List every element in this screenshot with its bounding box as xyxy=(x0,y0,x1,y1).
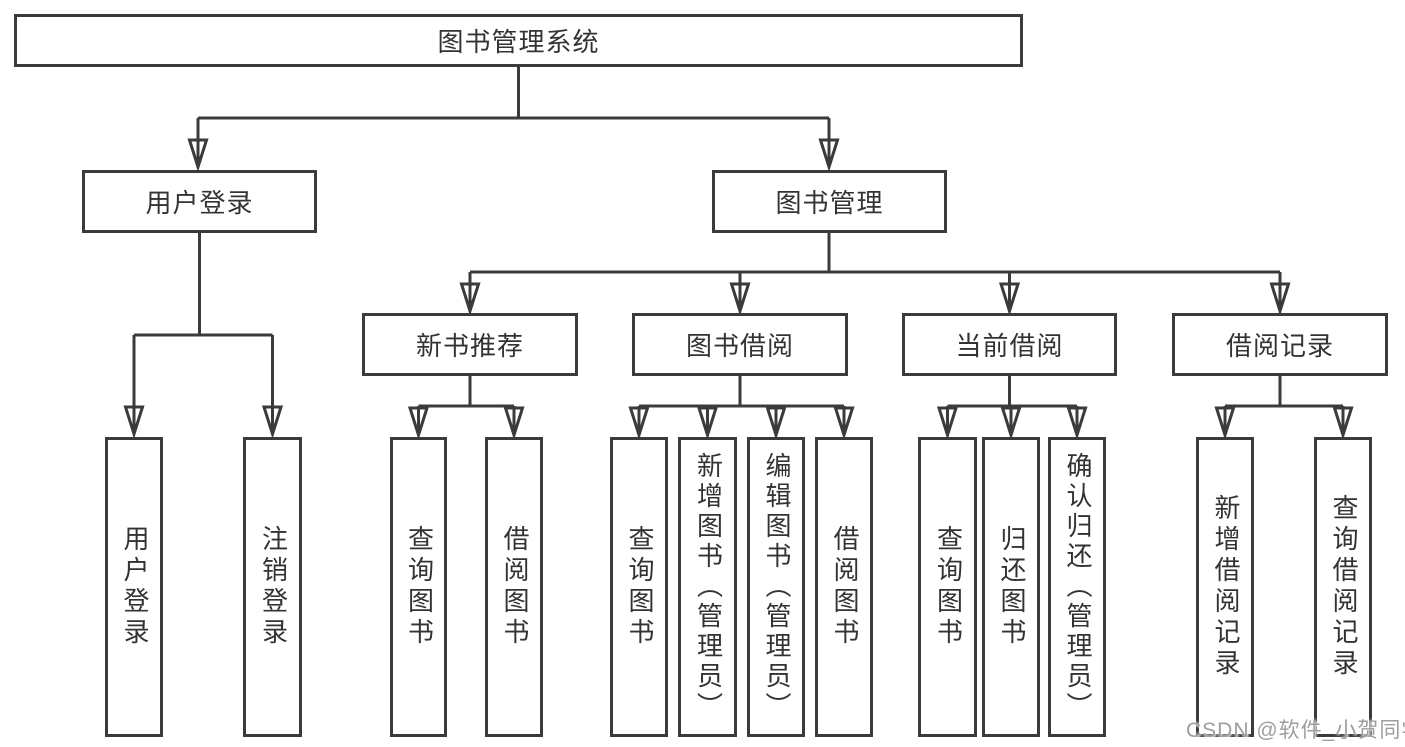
leaf-newbook-query: 查询图书 xyxy=(390,437,447,737)
connector-borrow-records xyxy=(1214,376,1354,440)
leaf-borrow-query-label: 查询图书 xyxy=(624,525,655,649)
connector-borrow-records-trunk xyxy=(1225,376,1343,408)
leaf-current-query: 查询图书 xyxy=(918,437,977,737)
node-new-book-recommend-label: 新书推荐 xyxy=(415,331,524,361)
leaf-borrow-add-label: 新增图书（管理员） xyxy=(693,452,724,722)
leaf-newbook-borrow: 借阅图书 xyxy=(485,437,543,737)
node-root: 图书管理系统 xyxy=(14,14,1023,67)
connector-user-login xyxy=(123,233,284,439)
leaf-current-return: 归还图书 xyxy=(982,437,1040,737)
node-book-management-label: 图书管理 xyxy=(775,188,884,218)
leaf-borrow-borrow: 借阅图书 xyxy=(815,437,873,737)
connector-root xyxy=(187,67,840,172)
leaf-borrow-borrow-label: 借阅图书 xyxy=(829,525,860,649)
leaf-current-return-label: 归还图书 xyxy=(996,525,1027,649)
leaf-newbook-query-label: 查询图书 xyxy=(404,525,435,649)
node-book-borrow: 图书借阅 xyxy=(632,313,848,376)
node-book-management: 图书管理 xyxy=(712,170,947,233)
watermark: CSDN @软件_小贺同学 xyxy=(1186,719,1405,742)
connector-new-book xyxy=(407,376,525,440)
leaf-newbook-borrow-label: 借阅图书 xyxy=(499,525,530,649)
leaf-logout-login: 注销登录 xyxy=(243,437,302,737)
leaf-logout-login-label: 注销登录 xyxy=(258,525,289,649)
connector-current-borrow-trunk xyxy=(947,376,1077,408)
node-book-borrow-label: 图书借阅 xyxy=(685,331,794,361)
connector-current-borrow xyxy=(936,376,1088,440)
connector-book-management xyxy=(459,233,1291,316)
node-user-login-label: 用户登录 xyxy=(145,188,254,218)
connector-book-management-trunk xyxy=(470,233,1280,274)
node-root-label: 图书管理系统 xyxy=(437,27,600,57)
leaf-user-login: 用户登录 xyxy=(105,437,163,737)
leaf-borrow-edit-label: 编辑图书（管理员） xyxy=(761,452,792,722)
connector-new-book-trunk xyxy=(418,376,514,408)
connector-book-borrow-trunk xyxy=(639,376,844,408)
node-current-borrow: 当前借阅 xyxy=(902,313,1117,376)
connector-user-login-trunk xyxy=(134,233,273,337)
leaf-borrow-query: 查询图书 xyxy=(610,437,668,737)
connector-root-trunk xyxy=(198,67,829,120)
connector-book-borrow xyxy=(628,376,855,440)
node-new-book-recommend: 新书推荐 xyxy=(362,313,578,376)
leaf-records-add-label: 新增借阅记录 xyxy=(1210,494,1241,680)
leaf-current-query-label: 查询图书 xyxy=(933,525,964,649)
leaf-records-query: 查询借阅记录 xyxy=(1314,437,1372,737)
leaf-records-add: 新增借阅记录 xyxy=(1196,437,1254,737)
leaf-current-confirm: 确认归还（管理员） xyxy=(1048,437,1106,737)
node-user-login: 用户登录 xyxy=(82,170,317,233)
node-borrow-records: 借阅记录 xyxy=(1172,313,1388,376)
leaf-borrow-add: 新增图书（管理员） xyxy=(678,437,737,737)
leaf-borrow-edit: 编辑图书（管理员） xyxy=(747,437,805,737)
leaf-user-login-label: 用户登录 xyxy=(119,525,150,649)
node-borrow-records-label: 借阅记录 xyxy=(1225,331,1334,361)
leaf-current-confirm-label: 确认归还（管理员） xyxy=(1062,452,1093,722)
node-current-borrow-label: 当前借阅 xyxy=(955,331,1064,361)
leaf-records-query-label: 查询借阅记录 xyxy=(1328,494,1359,680)
